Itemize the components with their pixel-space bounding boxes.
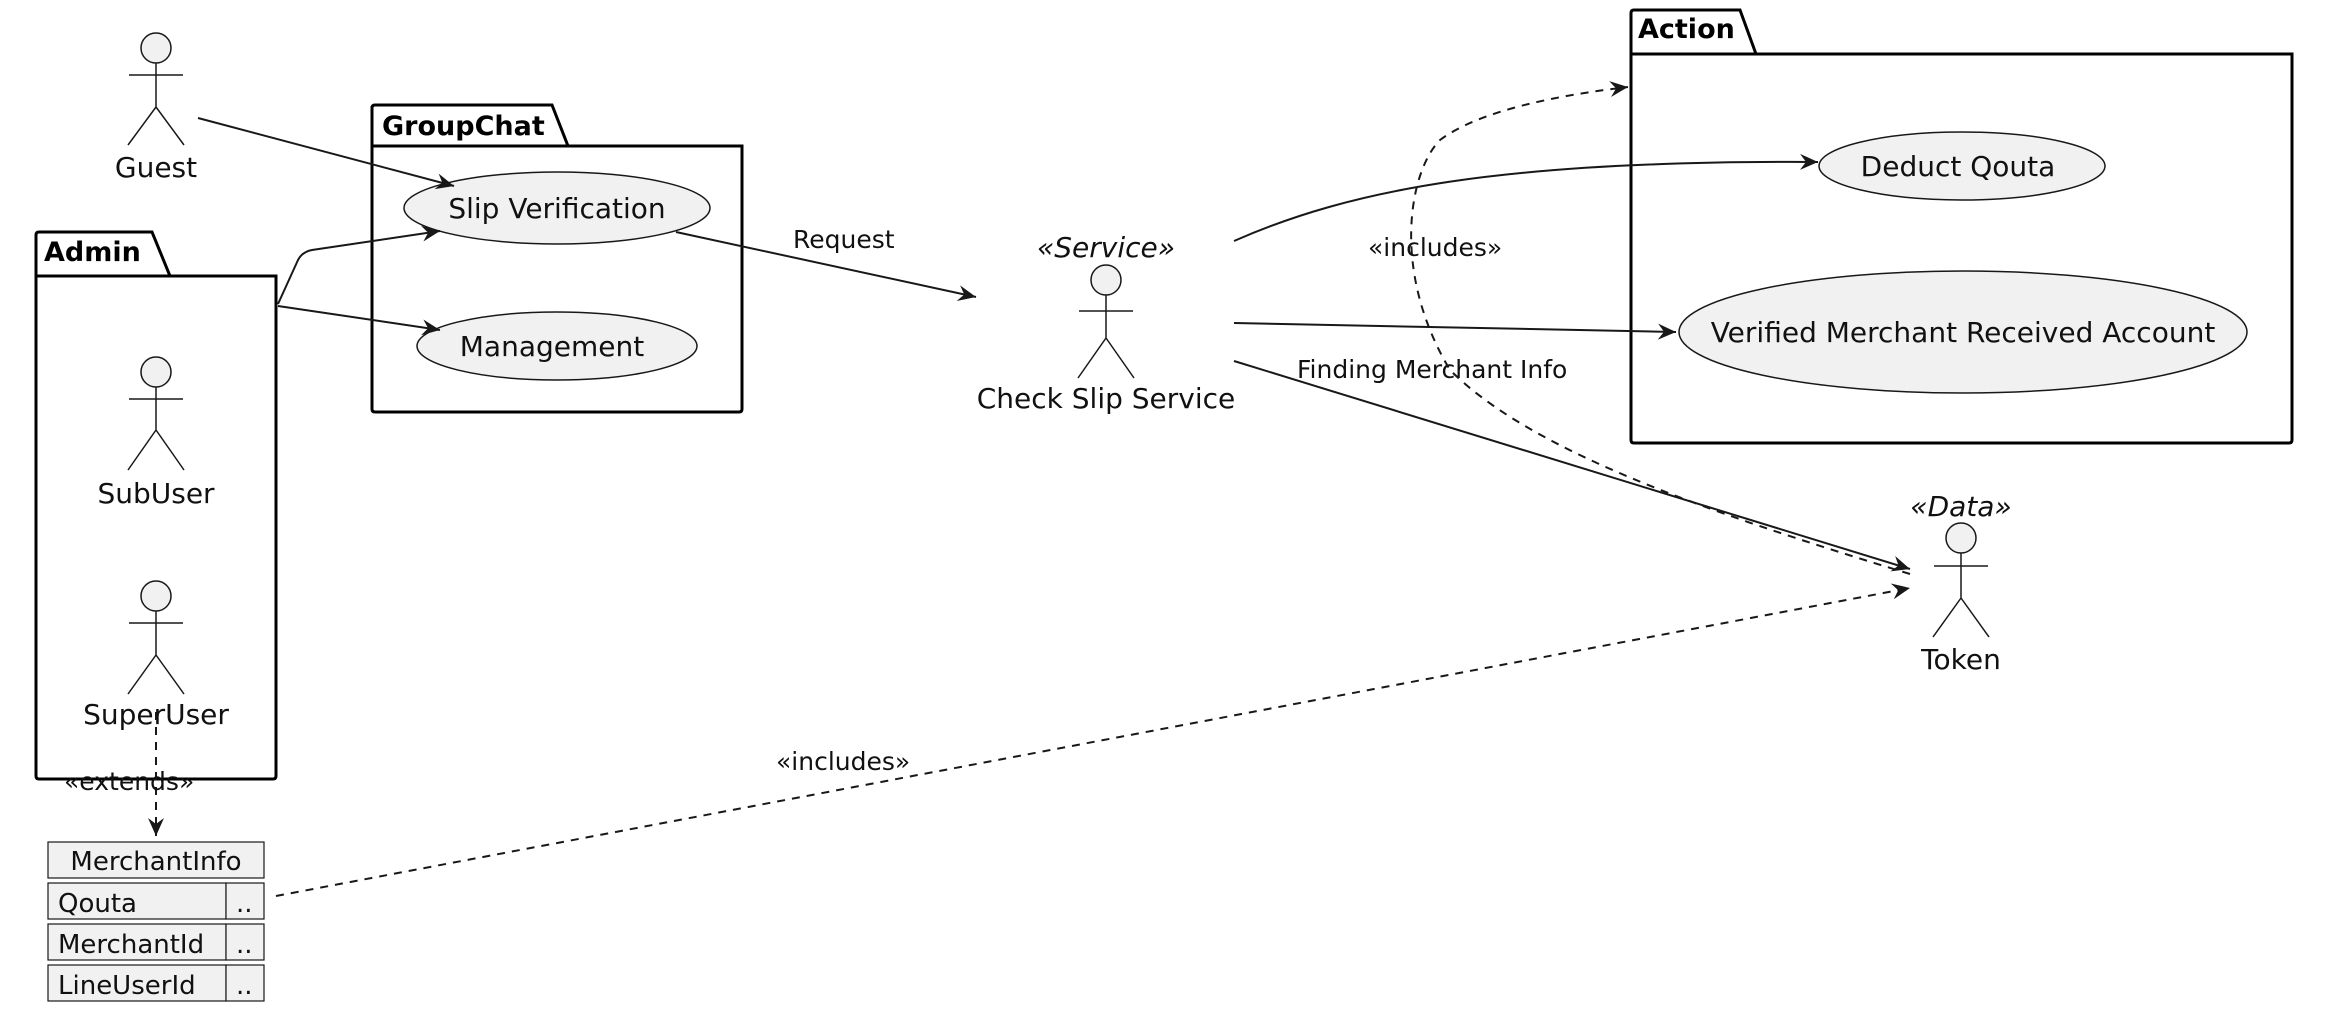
merchant-value-quota: .. xyxy=(236,889,253,919)
edge-service-to-token xyxy=(1233,360,1911,572)
edge-admin-to-slip-verification xyxy=(277,225,441,305)
merchant-info-table: MerchantInfo Qouta .. MerchantId .. Line… xyxy=(47,841,265,1002)
edge-label-extends: «extends» xyxy=(64,767,194,796)
merchant-info-title: MerchantInfo xyxy=(70,847,241,877)
edge-label-includes-bottom: «includes» xyxy=(776,747,910,776)
edge-label-finding-merchant-info: Finding Merchant Info xyxy=(1297,355,1567,384)
svg-text:Guest: Guest xyxy=(115,151,197,184)
package-label-admin: Admin xyxy=(44,237,141,268)
merchant-field-merchantid: MerchantId xyxy=(58,930,204,960)
stereotype-service: «Service» xyxy=(1037,231,1175,264)
svg-text:SubUser: SubUser xyxy=(97,477,215,510)
merchant-value-merchantid: .. xyxy=(236,930,253,960)
edge-slip-verification-to-service xyxy=(675,231,977,302)
edge-service-to-verified-merchant xyxy=(1233,322,1677,340)
svg-text:Verified Merchant Received Acc: Verified Merchant Received Account xyxy=(1711,316,2216,349)
stereotype-data: «Data» xyxy=(1910,490,2011,523)
edge-merchantinfo-includes-token xyxy=(275,583,1911,897)
actor-superuser: SuperUser xyxy=(83,580,229,731)
svg-text:Check Slip Service: Check Slip Service xyxy=(977,382,1236,415)
package-admin: Admin xyxy=(34,230,278,781)
package-label-groupchat: GroupChat xyxy=(382,111,545,142)
actor-token: «Data» Token xyxy=(1910,490,2011,676)
actor-check-slip-service: «Service» Check Slip Service xyxy=(977,231,1236,415)
edge-guest-to-slip-verification xyxy=(197,117,455,190)
svg-text:Management: Management xyxy=(460,330,644,363)
actor-guest: Guest xyxy=(115,32,197,184)
actor-subuser: SubUser xyxy=(97,356,215,510)
svg-text:Slip Verification: Slip Verification xyxy=(448,192,665,225)
merchant-value-lineuserid: .. xyxy=(236,971,253,1001)
usecase-management: Management xyxy=(416,311,698,381)
merchant-field-quota: Qouta xyxy=(58,889,137,919)
package-label-action: Action xyxy=(1638,14,1735,45)
edge-admin-to-management xyxy=(277,305,441,336)
usecase-slip-verification: Slip Verification xyxy=(403,171,711,245)
edge-service-to-deduct-quota xyxy=(1233,153,1819,242)
merchant-field-lineuserid: LineUserId xyxy=(58,971,196,1001)
edge-label-includes-top: «includes» xyxy=(1368,233,1502,262)
svg-text:Token: Token xyxy=(1920,643,2001,676)
edge-token-includes-action xyxy=(1410,81,1911,575)
svg-text:Deduct Qouta: Deduct Qouta xyxy=(1861,150,2056,183)
edge-label-request: Request xyxy=(793,225,895,254)
usecase-deduct-quota: Deduct Qouta xyxy=(1818,131,2106,201)
usecase-verified-merchant-account: Verified Merchant Received Account xyxy=(1678,270,2248,394)
